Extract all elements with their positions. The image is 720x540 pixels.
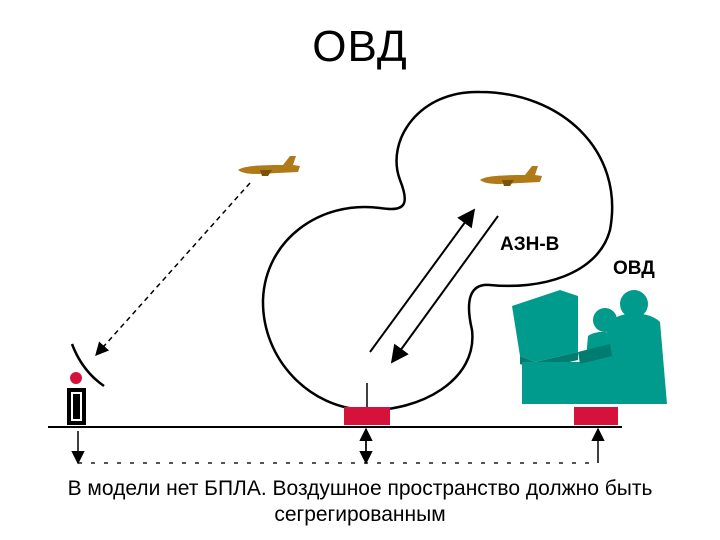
atc-ground-station-icon (574, 407, 618, 425)
caption-line-2: сегрегированным (274, 503, 446, 526)
aircraft-body (238, 156, 300, 174)
aircraft-icon-left (238, 156, 300, 176)
caption: В модели нет БПЛА. Воздушное пространств… (0, 476, 720, 528)
page-title: ОВД (312, 22, 408, 71)
coverage-area (261, 90, 614, 412)
uplink-arrow (390, 215, 499, 364)
aircraft-body (480, 166, 542, 184)
adsb-label: АЗН-В (500, 234, 559, 255)
radar-station-icon (67, 343, 105, 425)
aircraft-icon-right (480, 166, 542, 186)
radar-link-arrow (95, 182, 251, 357)
atc-label: ОВД (613, 258, 655, 279)
aircraft-wing (502, 180, 514, 186)
aircraft-wing (260, 170, 272, 176)
downlink-arrow (369, 208, 476, 353)
caption-line-1: В модели нет БПЛА. Воздушное пространств… (67, 477, 653, 500)
atc-operator-icon (512, 290, 667, 404)
adsb-ground-station-icon (344, 383, 390, 425)
